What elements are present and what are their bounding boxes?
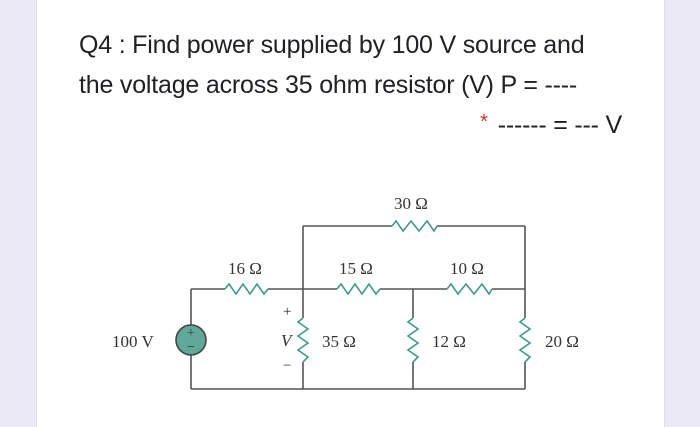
resistor-10-ohm: [446, 282, 493, 296]
resistor-15-ohm: [336, 282, 381, 296]
label-12-ohm: 12 Ω: [432, 332, 466, 351]
label-30-ohm: 30 Ω: [394, 194, 428, 213]
question-text-line-3: * ------ = --- V: [480, 111, 622, 140]
wires: [190, 225, 526, 390]
label-35-ohm: 35 Ω: [322, 332, 356, 351]
v-label: V: [281, 331, 294, 350]
resistor-16-ohm: [224, 282, 269, 296]
voltage-source: [175, 324, 207, 356]
resistor-30-ohm: [391, 219, 438, 233]
v-minus-sign: −: [283, 358, 291, 374]
label-20-ohm: 20 Ω: [545, 332, 579, 351]
question-card: [36, 0, 665, 427]
label-10-ohm: 10 Ω: [450, 259, 484, 278]
v-plus-sign: +: [283, 304, 291, 320]
source-label: 100 V: [112, 332, 154, 351]
source-minus-sign: −: [187, 340, 195, 355]
source-plus-sign: +: [187, 326, 195, 341]
required-asterisk: *: [480, 111, 488, 133]
resistor-20-ohm: [518, 317, 532, 363]
question-text-line-2: the voltage across 35 ohm resistor (V) P…: [79, 71, 577, 99]
answer-blank: ------ = --- V: [497, 111, 622, 139]
label-15-ohm: 15 Ω: [339, 259, 373, 278]
resistor-35-ohm: [296, 317, 310, 363]
label-16-ohm: 16 Ω: [228, 259, 262, 278]
resistor-12-ohm: [406, 317, 420, 363]
question-text-line-1: Q4 : Find power supplied by 100 V source…: [79, 31, 585, 59]
